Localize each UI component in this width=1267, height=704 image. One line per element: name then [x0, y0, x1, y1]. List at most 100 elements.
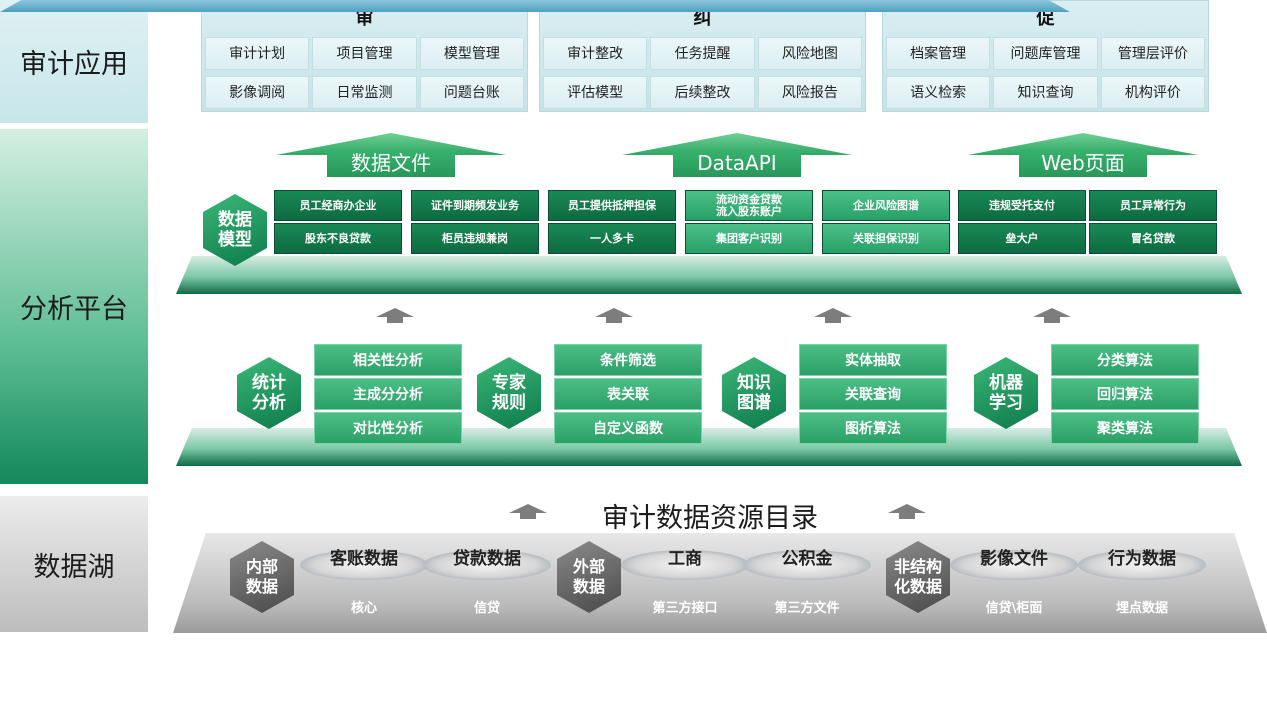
source-name: 贷款数据	[453, 548, 521, 569]
model-box[interactable]: 流动资金贷款 流入股东账户 集团客户识别	[685, 190, 813, 254]
model-item: 违规受托支付	[958, 190, 1086, 221]
external-data-hex: 外部 数据	[557, 541, 621, 613]
analysis-item[interactable]: 对比性分析	[314, 412, 462, 444]
source-sub-label: 第三方接口	[652, 601, 718, 616]
model-item: 冒名贷款	[1089, 223, 1217, 254]
source-sub-label: 核心	[350, 601, 377, 616]
model-item: 企业风险图谱	[822, 190, 950, 221]
analysis-item[interactable]: 条件筛选	[554, 344, 702, 376]
model-item: 一人多卡	[548, 223, 676, 254]
analysis-box: 分类算法 回归算法 聚类算法	[1051, 344, 1199, 444]
app-item[interactable]: 知识查询	[993, 76, 1098, 109]
analysis-box: 相关性分析 主成分分析 对比性分析	[314, 344, 462, 444]
app-item[interactable]: 风险报告	[757, 76, 862, 109]
output-label: 数据文件	[326, 149, 456, 177]
app-item[interactable]: 后续整改	[650, 76, 755, 109]
app-item[interactable]: 模型管理	[419, 37, 524, 70]
app-base-bar	[0, 0, 1070, 12]
app-block-promote: 促 档案管理 问题库管理 管理层评价 语义检索 知识查询 机构评价	[882, 0, 1209, 112]
source-name: 行为数据	[1108, 548, 1176, 569]
source-disc[interactable]: 客账数据	[300, 549, 428, 580]
app-block-audit: 审 审计计划 项目管理 模型管理 影像调阅 日常监测 问题台账	[201, 0, 528, 112]
app-item[interactable]: 评估模型	[543, 76, 648, 109]
expert-rules-hex: 专家 规则	[477, 357, 541, 429]
model-item: 关联担保识别	[822, 223, 950, 254]
up-arrow-icon	[1033, 308, 1071, 324]
statistics-analysis-hex: 统计 分析	[237, 357, 301, 429]
model-item: 员工异常行为	[1089, 190, 1217, 221]
app-item[interactable]: 任务提醒	[650, 37, 755, 70]
source-disc[interactable]: 行为数据	[1078, 549, 1206, 580]
analysis-item[interactable]: 聚类算法	[1051, 412, 1199, 444]
app-item[interactable]: 问题库管理	[993, 37, 1098, 70]
source-sub-label: 信贷\柜面	[985, 601, 1043, 616]
section-label-audit-app: 审计应用	[0, 0, 148, 123]
knowledge-graph-hex: 知识 图谱	[722, 357, 786, 429]
analysis-item[interactable]: 图析算法	[799, 412, 947, 444]
model-item: 集团客户识别	[685, 223, 813, 254]
app-item[interactable]: 影像调阅	[205, 76, 310, 109]
model-item: 员工经商办企业	[274, 190, 402, 221]
output-arrow-data-api: DataAPI	[622, 133, 852, 177]
analysis-box: 条件筛选 表关联 自定义函数	[554, 344, 702, 444]
app-item[interactable]: 审计整改	[543, 37, 648, 70]
source-disc[interactable]: 贷款数据	[423, 549, 551, 580]
app-block-title: 纠	[693, 8, 712, 29]
app-item[interactable]: 风险地图	[757, 37, 862, 70]
analysis-box: 实体抽取 关联查询 图析算法	[799, 344, 947, 444]
app-item[interactable]: 项目管理	[312, 37, 417, 70]
up-arrow-icon	[376, 308, 414, 324]
model-item: 股东不良贷款	[274, 223, 402, 254]
data-model-hex: 数据 模型	[203, 194, 267, 266]
app-item[interactable]: 管理层评价	[1100, 37, 1205, 70]
analysis-item[interactable]: 实体抽取	[799, 344, 947, 376]
app-item[interactable]: 机构评价	[1100, 76, 1205, 109]
output-label: Web页面	[1018, 149, 1148, 177]
source-disc[interactable]: 公积金	[743, 549, 871, 580]
analysis-item[interactable]: 相关性分析	[314, 344, 462, 376]
machine-learning-hex: 机器 学习	[974, 357, 1038, 429]
source-sub-label: 信贷	[473, 601, 500, 616]
analysis-item[interactable]: 主成分分析	[314, 378, 462, 410]
model-item: 垒大户	[958, 223, 1086, 254]
model-box[interactable]: 员工异常行为 冒名贷款	[1089, 190, 1217, 254]
app-item[interactable]: 档案管理	[886, 37, 991, 70]
app-block-correct: 纠 审计整改 任务提醒 风险地图 评估模型 后续整改 风险报告	[539, 0, 866, 112]
model-item: 柜员违规兼岗	[411, 223, 539, 254]
model-box[interactable]: 证件到期频发业务 柜员违规兼岗	[411, 190, 539, 254]
model-box[interactable]: 违规受托支付 垒大户	[958, 190, 1086, 254]
section-label-data-lake: 数据湖	[0, 496, 148, 632]
model-item: 流动资金贷款 流入股东账户	[685, 190, 813, 221]
catalog-title: 审计数据资源目录	[602, 503, 818, 534]
model-item: 证件到期频发业务	[411, 190, 539, 221]
analysis-item[interactable]: 关联查询	[799, 378, 947, 410]
output-arrow-web-page: Web页面	[968, 133, 1198, 177]
model-box[interactable]: 员工提供抵押担保 一人多卡	[548, 190, 676, 254]
source-name: 工商	[668, 548, 702, 569]
up-arrow-icon	[595, 308, 633, 324]
app-block-title: 审	[355, 8, 374, 29]
app-item[interactable]: 语义检索	[886, 76, 991, 109]
source-name: 公积金	[781, 548, 833, 569]
up-arrow-icon	[888, 504, 926, 520]
app-item[interactable]: 日常监测	[312, 76, 417, 109]
analysis-item[interactable]: 表关联	[554, 378, 702, 410]
unstructured-data-hex: 非结构 化数据	[886, 541, 950, 613]
data-lake-slab	[173, 533, 1267, 633]
source-name: 客账数据	[330, 548, 398, 569]
output-arrow-data-file: 数据文件	[276, 133, 506, 177]
up-arrow-icon	[509, 504, 547, 520]
analysis-item[interactable]: 回归算法	[1051, 378, 1199, 410]
analysis-item[interactable]: 分类算法	[1051, 344, 1199, 376]
model-platform-slab	[176, 256, 1242, 294]
section-label-analysis-platform: 分析平台	[0, 129, 148, 484]
app-item[interactable]: 审计计划	[205, 37, 310, 70]
model-box[interactable]: 企业风险图谱 关联担保识别	[822, 190, 950, 254]
output-label: DataAPI	[672, 149, 802, 177]
model-box[interactable]: 员工经商办企业 股东不良贷款	[274, 190, 402, 254]
app-item[interactable]: 问题台账	[419, 76, 524, 109]
source-disc[interactable]: 工商	[621, 549, 749, 580]
analysis-item[interactable]: 自定义函数	[554, 412, 702, 444]
source-disc[interactable]: 影像文件	[950, 549, 1078, 580]
source-sub-label: 第三方文件	[774, 601, 840, 616]
